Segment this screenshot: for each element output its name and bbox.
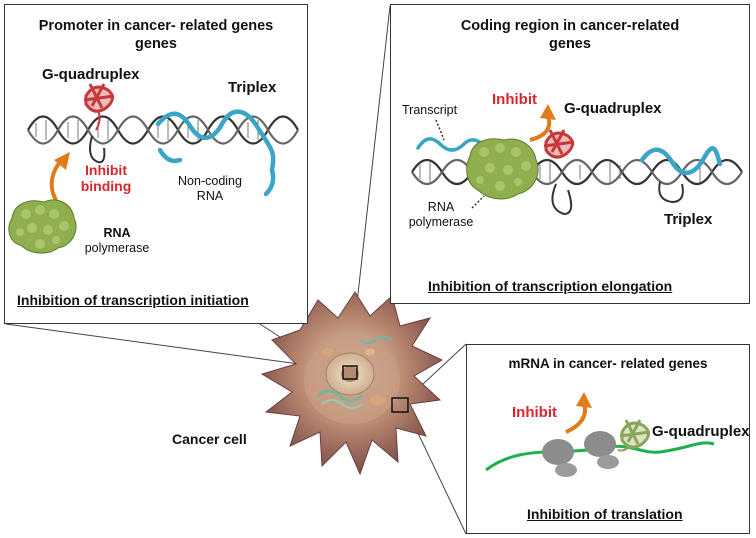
inhibit-label: Inhibit xyxy=(512,404,557,421)
noncoding-text: Non-coding xyxy=(178,174,242,188)
panel-title-line2: genes xyxy=(135,36,177,52)
triplex-label: Triplex xyxy=(228,79,277,96)
transcript-strand xyxy=(416,137,488,152)
ribosome xyxy=(542,439,577,477)
panel-title-line2: genes xyxy=(549,36,591,52)
transcript-label: Transcript xyxy=(402,103,458,117)
polymerase-text: polymerase xyxy=(84,241,150,255)
ribosome xyxy=(584,431,619,469)
panel-title: mRNA in cancer- related genes xyxy=(508,356,708,371)
inhibit-binding-label: Inhibit binding xyxy=(80,162,132,194)
triplex-shape xyxy=(155,109,276,197)
caption-translation: Inhibition of translation xyxy=(527,506,683,522)
inhibit-label: Inhibit xyxy=(492,91,537,108)
gquadruplex-label: G-quadruplex xyxy=(42,66,140,83)
gquadruplex-label: G-quadruplex xyxy=(652,423,750,440)
rna-text: RNA xyxy=(103,226,131,240)
inhibit-arrow xyxy=(565,403,587,434)
inhibit-text: Inhibit xyxy=(85,162,127,178)
rna-text: RNA xyxy=(196,189,224,203)
panel-transcription-initiation: Promoter in cancer- related genes genes xyxy=(4,4,308,324)
panel-title: Promoter in cancer- related genes xyxy=(38,18,274,34)
triplex-label: Triplex xyxy=(664,211,713,228)
zoom-box-cytoplasm xyxy=(391,397,409,413)
rna-polymerase-shape xyxy=(8,199,77,254)
cancer-cell-label: Cancer cell xyxy=(172,431,247,447)
zoom-box-nucleus xyxy=(342,365,358,380)
panel-translation: mRNA in cancer- related genes xyxy=(466,344,750,534)
polymerase-text: polymerase xyxy=(408,215,474,229)
panel-transcription-elongation: Coding region in cancer-related genes xyxy=(390,4,750,304)
rna-polymerase-label: RNA polymerase xyxy=(400,200,482,230)
mrna-strand xyxy=(485,441,715,472)
caption-transcription-elongation: Inhibition of transcription elongation xyxy=(428,278,673,294)
gquadruplex-shape xyxy=(83,83,115,131)
rna-text: RNA xyxy=(427,200,455,214)
connector-line xyxy=(5,323,344,371)
binding-text: binding xyxy=(80,178,132,194)
triplex-shape xyxy=(639,146,723,175)
gquadruplex-shape xyxy=(617,419,651,452)
gquadruplex-shape xyxy=(543,129,575,159)
rna-polymerase-shape xyxy=(466,138,539,200)
gquadruplex-label: G-quadruplex xyxy=(564,100,662,117)
rna-polymerase-label: RNA polymerase xyxy=(76,226,158,256)
panel-title: Coding region in cancer-related xyxy=(460,18,680,34)
noncoding-rna-label: Non-coding RNA xyxy=(172,174,248,204)
caption-transcription-initiation: Inhibition of transcription initiation xyxy=(17,292,249,308)
